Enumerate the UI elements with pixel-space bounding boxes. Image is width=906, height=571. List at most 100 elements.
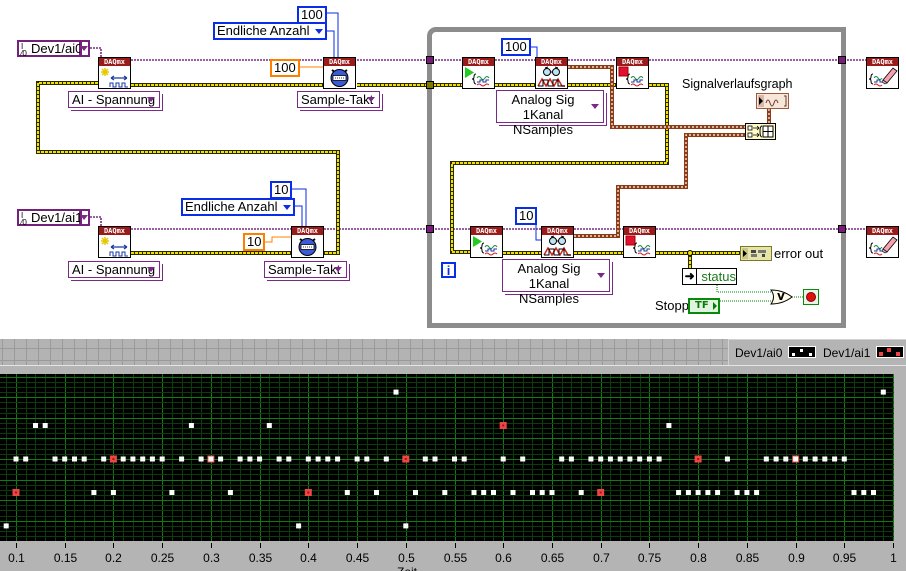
node-header: DAQmx (99, 58, 130, 66)
channel-dropdown-ai0[interactable] (80, 40, 90, 57)
timing-node-ai1[interactable]: DAQmx (291, 226, 324, 258)
node-header: DAQmx (99, 227, 130, 235)
error-out-label: error out (774, 246, 824, 261)
create-channel-node-ai1[interactable]: DAQmx (98, 226, 131, 258)
plot-legend[interactable]: Dev1/ai0 Dev1/ai1 (728, 339, 906, 365)
dropdown-arrow-icon (147, 97, 155, 102)
x-tick-label: 0.3 (203, 551, 220, 565)
create-channel-type-ring-ai1[interactable]: AI - Spannung (68, 261, 160, 278)
data-point-ai0 (841, 456, 847, 462)
data-point-ai0 (617, 456, 623, 462)
data-point-ai0 (101, 456, 107, 462)
channel-dropdown-ai1[interactable] (80, 209, 90, 226)
task-tunnel-out-1[interactable] (838, 225, 846, 233)
ring-text-line2: 1Kanal NSamples (519, 276, 579, 306)
create-channel-type-ring-ai0[interactable]: AI - Spannung (68, 91, 160, 108)
x-tick-label: 0.35 (249, 551, 273, 565)
graph-terminal-label: Signalverlaufsgraph (682, 77, 793, 91)
data-point-ai0 (793, 456, 799, 462)
while-loop-frame[interactable] (427, 27, 846, 328)
stop-task-node-ai1[interactable]: DAQmx (623, 226, 656, 258)
waveform-graph-icon (757, 95, 788, 112)
iteration-terminal[interactable]: i (441, 262, 456, 278)
node-header: DAQmx (471, 227, 502, 235)
data-point-ai0 (685, 490, 691, 495)
rate-const-ai1[interactable]: 10 (243, 233, 266, 251)
legend-plot-icon-ai0[interactable] (788, 346, 816, 358)
error-out-indicator[interactable] (740, 246, 772, 261)
task-tunnel-in-0[interactable] (426, 56, 434, 64)
node-header: DAQmx (624, 227, 655, 235)
task-tunnel-in-1[interactable] (426, 225, 434, 233)
data-point-ai0 (452, 456, 457, 462)
or-gate[interactable]: v (770, 289, 793, 305)
stop-boolean-control[interactable]: TF (688, 298, 720, 314)
stop-task-node-ai0[interactable]: DAQmx (616, 57, 649, 89)
legend-label-ai0: Dev1/ai0 (735, 346, 783, 360)
stop-task-icon (624, 235, 655, 257)
sample-clock-icon (324, 66, 355, 88)
data-point-ai0 (802, 456, 808, 462)
read-glasses-icon (536, 66, 567, 88)
start-task-node-ai1[interactable]: DAQmx (470, 226, 503, 258)
data-point-ai0 (676, 490, 682, 495)
timing-node-ai0[interactable]: DAQmx (323, 57, 356, 89)
node-header: DAQmx (292, 227, 323, 235)
sample-mode-const-ai1[interactable]: Endliche Anzahl (181, 198, 295, 216)
data-point-ai0 (607, 456, 613, 462)
task-wire (90, 47, 102, 57)
loop-condition-terminal[interactable] (803, 289, 819, 305)
waveform-graph-terminal[interactable] (756, 93, 789, 109)
data-point-ai0 (62, 456, 68, 462)
data-point-ai0 (637, 456, 643, 462)
error-tunnel-in-0[interactable] (426, 81, 434, 89)
read-samples-const-ai1[interactable]: 10 (515, 207, 538, 225)
create-channel-node-ai0[interactable]: DAQmx (98, 57, 131, 89)
data-point-ai0 (646, 456, 652, 462)
read-samples-const-ai0[interactable]: 100 (501, 38, 531, 56)
stop-if-true-icon (806, 292, 816, 302)
data-point-ai0 (33, 423, 38, 428)
data-point-ai0 (42, 423, 48, 428)
timing-type-ring-ai1[interactable]: Sample-Takt (264, 261, 347, 278)
task-tunnel-out-0[interactable] (838, 56, 846, 64)
data-point-ai0 (149, 456, 155, 462)
clear-task-node-ai0[interactable]: DAQmx (866, 57, 899, 89)
ring-text-line1: Analog Sig (511, 92, 575, 107)
start-task-node-ai0[interactable]: DAQmx (462, 57, 495, 89)
dropdown-arrow-icon (80, 215, 88, 220)
legend-plot-icon-ai1[interactable] (876, 346, 904, 358)
sample-mode-const-ai0[interactable]: Endliche Anzahl (213, 22, 327, 40)
data-point-ai0 (734, 490, 740, 495)
data-point-ai0 (227, 490, 233, 495)
dropdown-arrow-icon (597, 273, 605, 278)
sample-mode-text: Endliche Anzahl (185, 199, 278, 214)
data-point-ai0 (510, 490, 516, 495)
build-array-node[interactable] (745, 123, 776, 140)
data-point-ai0 (432, 456, 438, 462)
unbundle-by-name-node[interactable]: ➜ status (682, 268, 737, 285)
data-point-ai0 (530, 490, 535, 495)
samples-per-channel-const-ai1[interactable]: 10 (270, 181, 293, 199)
x-axis-label: Zeit (397, 565, 418, 571)
dropdown-arrow-icon (334, 267, 342, 272)
clear-task-node-ai1[interactable]: DAQmx (866, 226, 899, 258)
rate-const-ai0[interactable]: 100 (270, 59, 300, 77)
plot-area[interactable] (0, 374, 894, 541)
read-node-ai1[interactable]: DAQmx (541, 226, 574, 258)
x-tick-label: 0.6 (495, 551, 512, 565)
data-point-ai0 (169, 490, 175, 495)
waveform-wire (568, 66, 770, 237)
data-point-ai0 (72, 456, 77, 462)
waveform-wires (568, 65, 771, 238)
data-point-ai0 (81, 456, 87, 462)
timing-type-ring-ai0[interactable]: Sample-Takt (297, 91, 380, 108)
read-node-ai0[interactable]: DAQmx (535, 57, 568, 89)
ring-text-line1: Analog Sig (517, 261, 581, 276)
data-point-ai0 (120, 456, 126, 462)
